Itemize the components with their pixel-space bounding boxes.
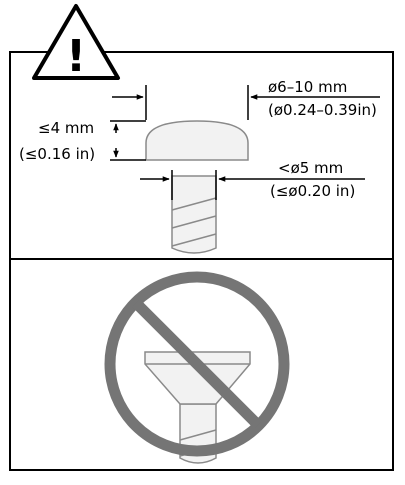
head-height-metric-label: ≤4 mm [38,119,94,137]
screw-threads [171,197,217,247]
head-height-dimension [110,120,146,161]
head-diameter-metric-label: ø6–10 mm [268,78,347,96]
shank-diameter-dimension [140,170,365,200]
prohibition-icon [104,271,290,457]
head-diameter-dimension [112,85,380,120]
warning-symbol: ! [66,31,86,82]
head-height-imperial-label: (≤0.16 in) [19,145,95,163]
warning-triangle-icon: ! [32,4,120,82]
screw-shank [171,175,217,254]
shank-diameter-metric-label: <ø5 mm [278,159,343,177]
outer-frame [9,51,394,471]
head-diameter-imperial-label: (ø0.24–0.39in) [268,101,377,119]
screw-head [145,120,249,161]
acceptable-screw [145,120,249,254]
shank-diameter-imperial-label: (≤ø0.20 in) [270,182,355,200]
